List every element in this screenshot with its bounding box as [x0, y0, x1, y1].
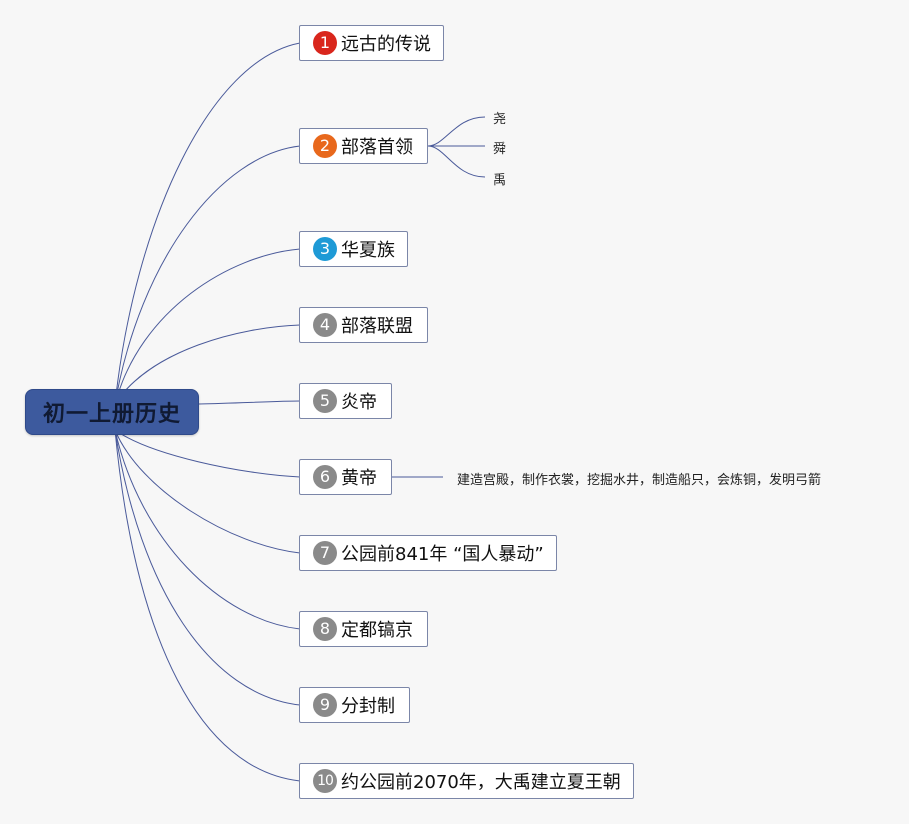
priority-5-icon: 5: [313, 389, 337, 413]
topic-5[interactable]: 5 炎帝: [299, 383, 392, 419]
topic-2[interactable]: 2 部落首领: [299, 128, 428, 164]
subtopic-shun[interactable]: 舜: [493, 142, 507, 157]
topic-4[interactable]: 4 部落联盟: [299, 307, 428, 343]
link-topic-4: [114, 324, 301, 405]
link-topic-10: [114, 429, 301, 782]
priority-7-icon: 7: [313, 541, 337, 565]
topic-10[interactable]: 10 约公园前2070年，大禹建立夏王朝: [299, 763, 634, 799]
link-topic-5: [198, 400, 301, 405]
link-topic-6: [114, 429, 301, 478]
topic-label: 公园前841年 “国人暴动”: [341, 544, 544, 565]
priority-2-icon: 2: [313, 134, 337, 158]
topic-6[interactable]: 6 黄帝: [299, 459, 392, 495]
topic-label: 炎帝: [341, 392, 377, 413]
link-topic-7: [114, 429, 301, 554]
topic-label: 部落联盟: [341, 316, 413, 337]
priority-1-icon: 1: [313, 31, 337, 55]
subtopic-yu[interactable]: 禹: [493, 173, 507, 188]
subtopic-huangdi-achievements[interactable]: 建造宫殿，制作衣裳，挖掘水井，制造船只，会炼铜，发明弓箭: [457, 473, 822, 488]
topic-7[interactable]: 7 公园前841年 “国人暴动”: [299, 535, 557, 571]
root-label: 初一上册历史: [42, 402, 181, 427]
link-topic-9: [114, 429, 301, 706]
priority-10-icon: 10: [313, 769, 337, 793]
topic-label: 远古的传说: [341, 34, 431, 55]
topic-label: 部落首领: [341, 137, 413, 158]
priority-3-icon: 3: [313, 237, 337, 261]
topic-label: 黄帝: [341, 468, 377, 489]
priority-4-icon: 4: [313, 313, 337, 337]
topic-label: 定都镐京: [341, 620, 413, 641]
topic-8[interactable]: 8 定都镐京: [299, 611, 428, 647]
link-sub-yu: [427, 145, 486, 178]
subtopic-yao[interactable]: 尧: [493, 112, 507, 127]
link-topic-1: [114, 42, 301, 405]
link-topic-2: [114, 145, 301, 405]
topic-label: 分封制: [341, 696, 395, 717]
link-topic-8: [114, 429, 301, 630]
priority-8-icon: 8: [313, 617, 337, 641]
topic-9[interactable]: 9 分封制: [299, 687, 410, 723]
priority-9-icon: 9: [313, 693, 337, 717]
topic-label: 华夏族: [341, 240, 395, 261]
root-topic[interactable]: 初一上册历史: [25, 389, 199, 435]
topic-label: 约公园前2070年，大禹建立夏王朝: [341, 772, 621, 793]
topic-1[interactable]: 1 远古的传说: [299, 25, 444, 61]
priority-6-icon: 6: [313, 465, 337, 489]
link-sub-yao: [427, 116, 486, 147]
link-topic-3: [114, 248, 301, 405]
topic-3[interactable]: 3 华夏族: [299, 231, 408, 267]
